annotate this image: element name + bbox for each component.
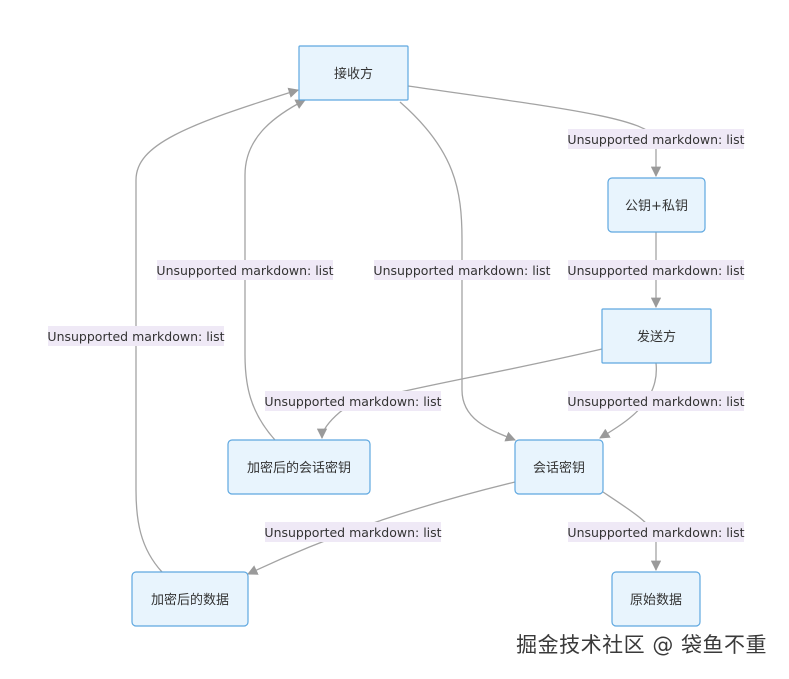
edge-label-session-key-to-raw-data: Unsupported markdown: list [567,522,745,542]
node-receiver: 接收方 [298,45,409,101]
node-label: 加密后的数据 [151,592,229,608]
edge-label-receiver-to-keypair: Unsupported markdown: list [567,129,745,149]
edge-label-text: Unsupported markdown: list [47,329,224,344]
edge-label-text: Unsupported markdown: list [264,525,441,540]
edge-label-text: Unsupported markdown: list [567,525,744,540]
edge-label-text: Unsupported markdown: list [156,263,333,278]
node-raw-data: 原始数据 [611,571,701,627]
edge-receiver-to-session-key [399,101,516,442]
node-label: 发送方 [637,329,676,345]
node-label: 接收方 [334,66,373,82]
edge-label-sender-to-encrypted-session-key: Unsupported markdown: list [264,391,442,411]
node-label: 会话密钥 [533,460,585,476]
node-encrypted-session-key: 加密后的会话密钥 [227,439,371,495]
edge-label-keypair-to-sender: Unsupported markdown: list [567,260,745,280]
edge-label-encrypted-session-key-to-receiver: Unsupported markdown: list [156,260,334,280]
edge-label-text: Unsupported markdown: list [373,263,550,278]
node-session-key: 会话密钥 [514,439,604,495]
edge-label-text: Unsupported markdown: list [567,263,744,278]
node-sender: 发送方 [601,308,712,364]
node-encrypted-data: 加密后的数据 [131,571,249,627]
edge-label-text: Unsupported markdown: list [567,132,744,147]
node-label: 加密后的会话密钥 [247,460,351,476]
edge-encrypted-session-key-to-receiver [244,99,306,441]
edge-label-session-key-to-encrypted-data: Unsupported markdown: list [264,522,442,542]
node-label: 公钥+私钥 [625,199,688,214]
edge-label-encrypted-data-to-receiver: Unsupported markdown: list [47,326,225,346]
node-label: 原始数据 [630,593,682,608]
edge-label-sender-to-session-key: Unsupported markdown: list [567,391,745,411]
edge-label-text: Unsupported markdown: list [264,394,441,409]
edge-label-receiver-to-session-key: Unsupported markdown: list [373,260,551,280]
watermark-text: 掘金技术社区 @ 袋鱼不重 [516,633,767,657]
node-keypair: 公钥+私钥 [607,177,706,233]
edge-encrypted-data-to-receiver [135,87,299,573]
edge-label-text: Unsupported markdown: list [567,394,744,409]
